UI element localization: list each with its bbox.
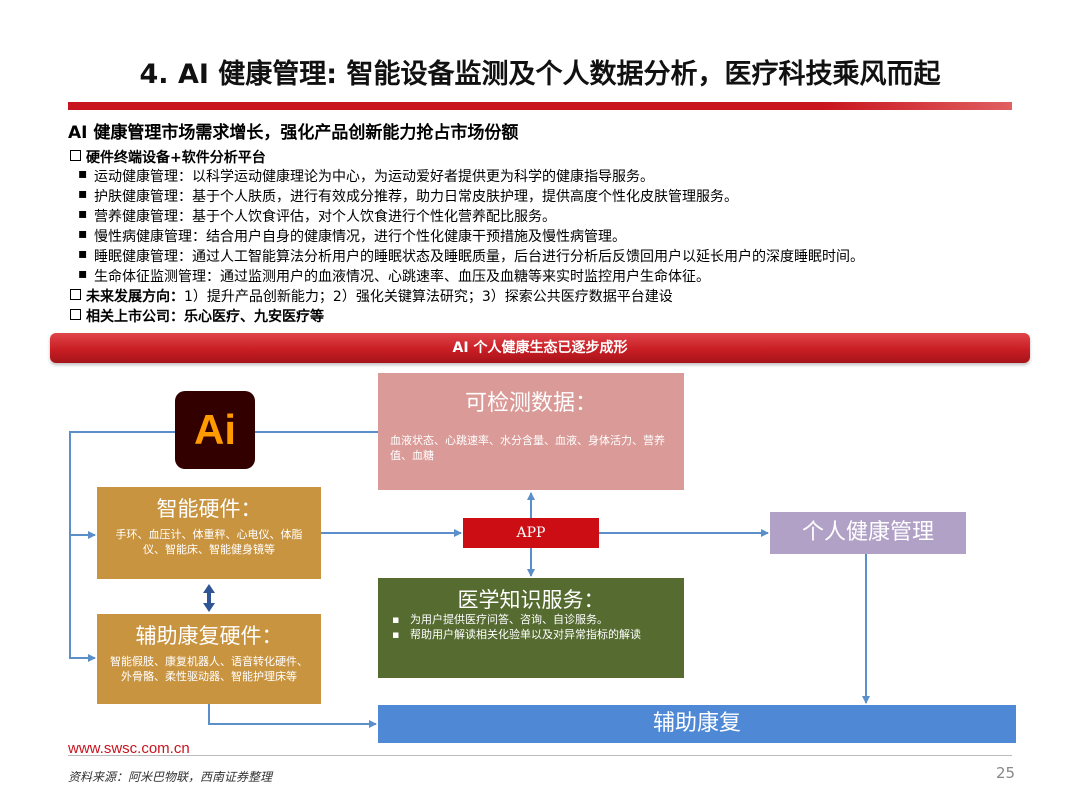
title-underline [68,102,1012,110]
bullet-item: 营养健康管理：基于个人饮食评估，对个人饮食进行个性化营养配比服务。 [78,206,556,226]
box-title: 医学知识服务： [457,588,605,612]
section-label: 未来发展方向： [86,289,184,305]
box-body: 血液状态、心跳速率、水分含量、血液、身体活力、营养值、血糖 [390,434,665,462]
checkbox-bullet-icon [70,309,81,320]
rehab-hardware-box: 辅助康复硬件： 智能假肢、康复机器人、语音转化硬件、外骨骼、柔性驱动器、智能护理… [97,614,321,704]
bullet-item: 慢性病健康管理：结合用户自身的健康情况，进行个性化健康干预措施及慢性病管理。 [78,226,626,246]
diagram-banner: AI 个人健康生态已逐步成形 [50,333,1030,363]
section-label: 相关上市公司： [86,309,184,325]
footer-source: 资料来源：阿米巴物联，西南证券整理 [68,770,273,784]
app-box: APP [463,518,599,548]
ai-logo-icon: Ai [175,391,255,469]
bullet-item: 生命体征监测管理：通过监测用户的血液情况、心跳速率、血压及血糖等来实时监控用户生… [78,266,710,286]
box-title: 辅助康复硬件： [135,624,283,648]
footer-divider [68,755,1012,756]
bullet-item: 睡眠健康管理：通过人工智能算法分析用户的睡眠状态及睡眠质量，后台进行分析后反馈回… [78,246,864,266]
double-arrow-hardware-rehab [203,584,215,612]
assist-rehab-box: 辅助康复 [378,705,1016,743]
section-future: 未来发展方向：1）提升产品创新能力；2）强化关键算法研究；3）探索公共医疗数据平… [70,286,673,306]
connector-rehab-to-assist [208,704,377,728]
page-subtitle: AI 健康管理市场需求增长，强化产品创新能力抢占市场份额 [68,123,519,143]
smart-hardware-box: 智能硬件： 手环、血压计、体重秤、心电仪、体脂仪、智能床、智能健身镜等 [97,487,321,579]
bullet-item: 护肤健康管理：基于个人肤质，进行有效成分推荐，助力日常皮肤护理，提供高度个性化皮… [78,186,738,206]
medical-knowledge-box: 医学知识服务： 为用户提供医疗问答、咨询、自诊服务。 帮助用户解读相关化验单以及… [378,578,684,678]
detectable-data-box: 可检测数据： 血液状态、心跳速率、水分含量、血液、身体活力、营养值、血糖 [378,373,684,490]
section-text: 1）提升产品创新能力；2）强化关键算法研究；3）探索公共医疗数据平台建设 [184,289,673,305]
page-title: 4. AI 健康管理: 智能设备监测及个人数据分析，医疗科技乘风而起 [139,59,941,90]
box-list: 为用户提供医疗问答、咨询、自诊服务。 帮助用户解读相关化验单以及对异常指标的解读 [392,612,674,642]
box-body: 智能假肢、康复机器人、语音转化硬件、外骨骼、柔性驱动器、智能护理床等 [110,655,308,683]
section-label: 硬件终端设备+软件分析平台 [86,150,266,166]
box-title: 智能硬件： [156,497,262,521]
list-item: 为用户提供医疗问答、咨询、自诊服务。 [392,612,674,627]
connector-loop-to-rehab [69,535,96,662]
bullet-item: 运动健康管理：以科学运动健康理论为中心，为运动爱好者提供更为科学的健康指导服务。 [78,166,654,186]
footer-website-link[interactable]: www.swsc.com.cn [68,740,190,757]
list-item: 帮助用户解读相关化验单以及对异常指标的解读 [392,627,674,642]
personal-health-box: 个人健康管理 [770,512,966,554]
section-hardware-platform: 硬件终端设备+软件分析平台 [70,147,266,167]
section-companies: 相关上市公司：乐心医疗、九安医疗等 [70,306,324,326]
box-title: 可检测数据： [464,391,597,416]
checkbox-bullet-icon [70,150,81,161]
page-number: 25 [996,764,1016,782]
box-body: 手环、血压计、体重秤、心电仪、体脂仪、智能床、智能健身镜等 [115,528,303,556]
checkbox-bullet-icon [70,289,81,300]
section-text: 乐心医疗、九安医疗等 [184,309,324,325]
